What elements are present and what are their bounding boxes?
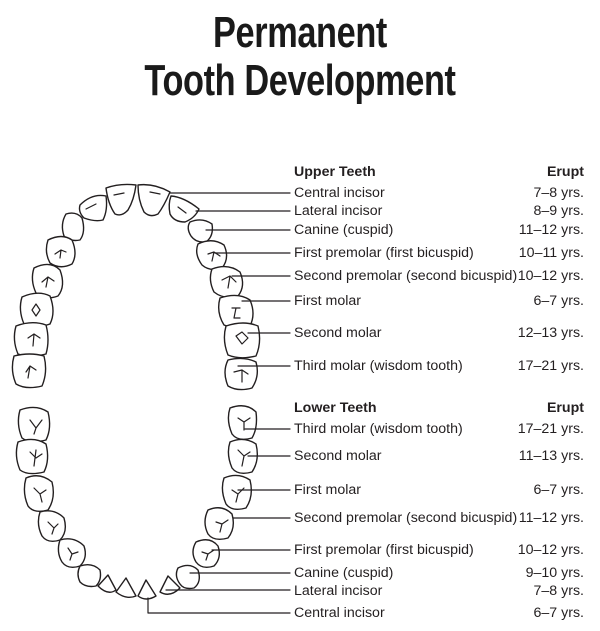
upper-canine-left-icon — [61, 212, 85, 242]
lower-arch — [15, 405, 259, 600]
upper-lateral-incisor-right-icon — [168, 195, 200, 223]
lower-canine-right-icon — [175, 564, 201, 590]
upper-teeth-header: Upper Teeth Erupt — [294, 163, 584, 181]
list-item: First premolar (first bicuspid) 10–12 yr… — [294, 542, 584, 558]
upper-teeth-heading: Upper Teeth — [294, 164, 376, 180]
upper-central-incisor-left-icon — [105, 183, 137, 216]
lower-central-incisor-right-icon — [137, 579, 157, 600]
lower-teeth-header: Lower Teeth Erupt — [294, 399, 584, 417]
upper-third-molar-right-icon — [224, 357, 259, 391]
list-item: Lateral incisor 8–9 yrs. — [294, 203, 584, 219]
upper-first-molar-left-icon — [19, 292, 54, 328]
upper-canine-right-icon — [187, 219, 214, 243]
list-item: Third molar (wisdom tooth) 17–21 yrs. — [294, 421, 584, 437]
upper-second-molar-right-icon — [223, 322, 261, 359]
upper-first-premolar-right-icon — [195, 240, 228, 271]
list-item: Lateral incisor 7–8 yrs. — [294, 583, 584, 599]
list-item: Second premolar (second bicuspid) 10–12 … — [294, 268, 584, 284]
list-item: Second molar 11–13 yrs. — [294, 448, 584, 464]
lower-second-molar-right-icon — [227, 438, 259, 475]
list-item: Second premolar (second bicuspid) 11–12 … — [294, 510, 584, 526]
title-line-2: Tooth Development — [144, 56, 456, 105]
lower-third-molar-right-icon — [227, 405, 258, 441]
list-item: Central incisor 6–7 yrs. — [294, 605, 584, 621]
lower-first-molar-right-icon — [221, 474, 253, 511]
list-item: Second molar 12–13 yrs. — [294, 325, 584, 341]
lower-lateral-incisor-left-icon — [97, 574, 117, 593]
upper-second-molar-left-icon — [13, 322, 49, 357]
upper-central-incisor-right-icon — [137, 183, 171, 217]
lower-second-molar-left-icon — [15, 438, 49, 475]
list-item: First premolar (first bicuspid) 10–11 yr… — [294, 245, 584, 261]
list-item: Central incisor 7–8 yrs. — [294, 185, 584, 201]
list-item: First molar 6–7 yrs. — [294, 482, 584, 498]
list-item: Third molar (wisdom tooth) 17–21 yrs. — [294, 358, 584, 374]
upper-erupt-heading: Erupt — [546, 164, 584, 180]
list-item: Canine (cuspid) 11–12 yrs. — [294, 222, 584, 238]
lower-central-incisor-left-icon — [115, 577, 137, 599]
lower-canine-left-icon — [77, 563, 102, 588]
leader-lines — [147, 192, 291, 614]
list-item: First molar 6–7 yrs. — [294, 293, 584, 309]
lower-erupt-heading: Erupt — [546, 400, 584, 416]
upper-second-premolar-right-icon — [209, 265, 244, 299]
list-item: Canine (cuspid) 9–10 yrs. — [294, 565, 584, 581]
upper-arch — [11, 183, 261, 391]
lower-teeth-heading: Lower Teeth — [294, 400, 377, 416]
title-line-1: Permanent — [213, 8, 387, 57]
upper-lateral-incisor-left-icon — [78, 194, 108, 222]
